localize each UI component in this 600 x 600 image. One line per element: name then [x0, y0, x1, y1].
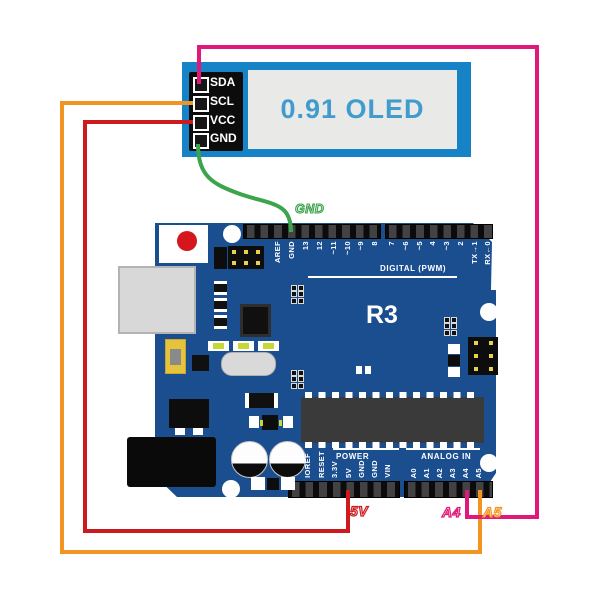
silkscreen-line: [308, 276, 457, 278]
component-pads: [448, 355, 460, 366]
reset-button-cap: [177, 231, 197, 251]
oled-pin-gnd: [193, 133, 209, 149]
solder-pads: [214, 247, 227, 269]
component-pads: [448, 344, 460, 354]
component-pads: [251, 477, 265, 490]
digital-header-left: [243, 224, 381, 239]
power-led: [249, 415, 293, 430]
digital-pin-label: RX←0: [483, 241, 492, 265]
component-pads: [267, 478, 279, 490]
analog-pin-label: A5: [474, 467, 483, 478]
oled-pin-scl: [193, 96, 209, 112]
analog-section-label: ANALOG IN: [421, 452, 472, 461]
regulator-pin: [175, 428, 185, 435]
mcu-chip: [301, 392, 484, 448]
silkscreen-line: [333, 448, 399, 450]
digital-header-right: [385, 224, 493, 239]
power-header: [288, 481, 400, 498]
digital-pin-label: 12: [315, 241, 324, 251]
power-pin-label: 5V: [344, 468, 353, 478]
resistor-pack: [214, 281, 227, 295]
icsp-header: [228, 246, 264, 269]
power-pin-label: IOREF: [303, 453, 312, 478]
smd-resistor: [365, 366, 371, 374]
via-grid: [290, 285, 304, 304]
digital-pin-label: ~3: [442, 241, 451, 251]
analog-header: [404, 481, 493, 498]
smd-resistor: [356, 366, 362, 374]
digital-pin-label: ~11: [329, 241, 338, 255]
voltage-regulator: [169, 399, 209, 428]
mounting-hole: [223, 225, 241, 243]
oled-title: 0.91 OLED: [280, 94, 425, 124]
regulator-pin: [193, 428, 203, 435]
gnd-wire-label: GND: [294, 201, 325, 216]
power-pin-label: 3.3V: [330, 460, 339, 478]
digital-pin-label: TX→1: [470, 241, 479, 264]
analog-pin-label: A1: [422, 467, 431, 478]
resistor-pack: [214, 298, 227, 312]
capacitor: [231, 441, 268, 478]
crystal-oscillator: [221, 352, 276, 376]
mounting-hole: [480, 303, 498, 321]
analog-pin-label: A0: [409, 467, 418, 478]
analog-pin-label: A2: [435, 467, 444, 478]
component-pads: [448, 367, 460, 377]
digital-pin-label: AREF: [273, 241, 282, 264]
barrel-jack: [127, 437, 216, 487]
oled-pin-sda: [193, 77, 209, 93]
oled-pin-label: GND: [210, 131, 237, 145]
via-grid: [443, 317, 458, 336]
oled-screen: 0.91 OLED: [248, 70, 457, 149]
digital-pin-label: 2: [456, 241, 465, 246]
digital-pin-label: ~6: [401, 241, 410, 251]
silkscreen-line: [406, 448, 480, 450]
polyfuse: [165, 339, 186, 374]
oled-pin-label: SCL: [210, 94, 234, 108]
board-model: R3: [366, 301, 398, 329]
digital-section-label: DIGITAL (PWM): [380, 264, 447, 273]
led: [258, 341, 279, 351]
analog-pin-label: A4: [461, 467, 470, 478]
oled-module: SDA SCL VCC GND 0.91 OLED: [182, 62, 471, 157]
resistor-pack: [214, 315, 227, 329]
small-chip: [192, 355, 209, 371]
component-pads: [281, 477, 295, 490]
oled-pin-vcc: [193, 115, 209, 131]
wire-gnd-gnd: [196, 143, 293, 233]
via-grid: [290, 370, 304, 389]
usb-serial-chip: [240, 304, 271, 337]
mounting-hole: [222, 480, 240, 498]
digital-pin-label: 4: [428, 241, 437, 246]
digital-pin-label: ~9: [356, 241, 365, 251]
digital-pin-label: 8: [370, 241, 379, 246]
power-pin-label: RESET: [317, 450, 326, 478]
led: [233, 341, 254, 351]
digital-pin-label: ~10: [343, 241, 352, 255]
5v-wire-label: 5V: [349, 502, 369, 519]
icsp2-header: [468, 337, 498, 375]
digital-pin-label: ~5: [415, 241, 424, 251]
power-pin-label: VIN: [383, 464, 392, 478]
oled-pin-label: SDA: [210, 75, 236, 89]
capacitor: [269, 441, 306, 478]
digital-pin-label: 7: [387, 241, 396, 246]
led: [208, 341, 229, 351]
analog-pin-label: A3: [448, 467, 457, 478]
digital-pin-label: GND: [287, 241, 296, 259]
usb-connector: [118, 266, 196, 334]
a5-wire-label: A5: [482, 503, 502, 520]
a4-wire-label: A4: [441, 503, 461, 520]
power-pin-label: GND: [370, 460, 379, 478]
digital-pin-label: 13: [301, 241, 310, 251]
power-pin-label: GND: [357, 460, 366, 478]
oled-pin-label: VCC: [210, 113, 236, 127]
op-amp-chip: [245, 393, 278, 408]
